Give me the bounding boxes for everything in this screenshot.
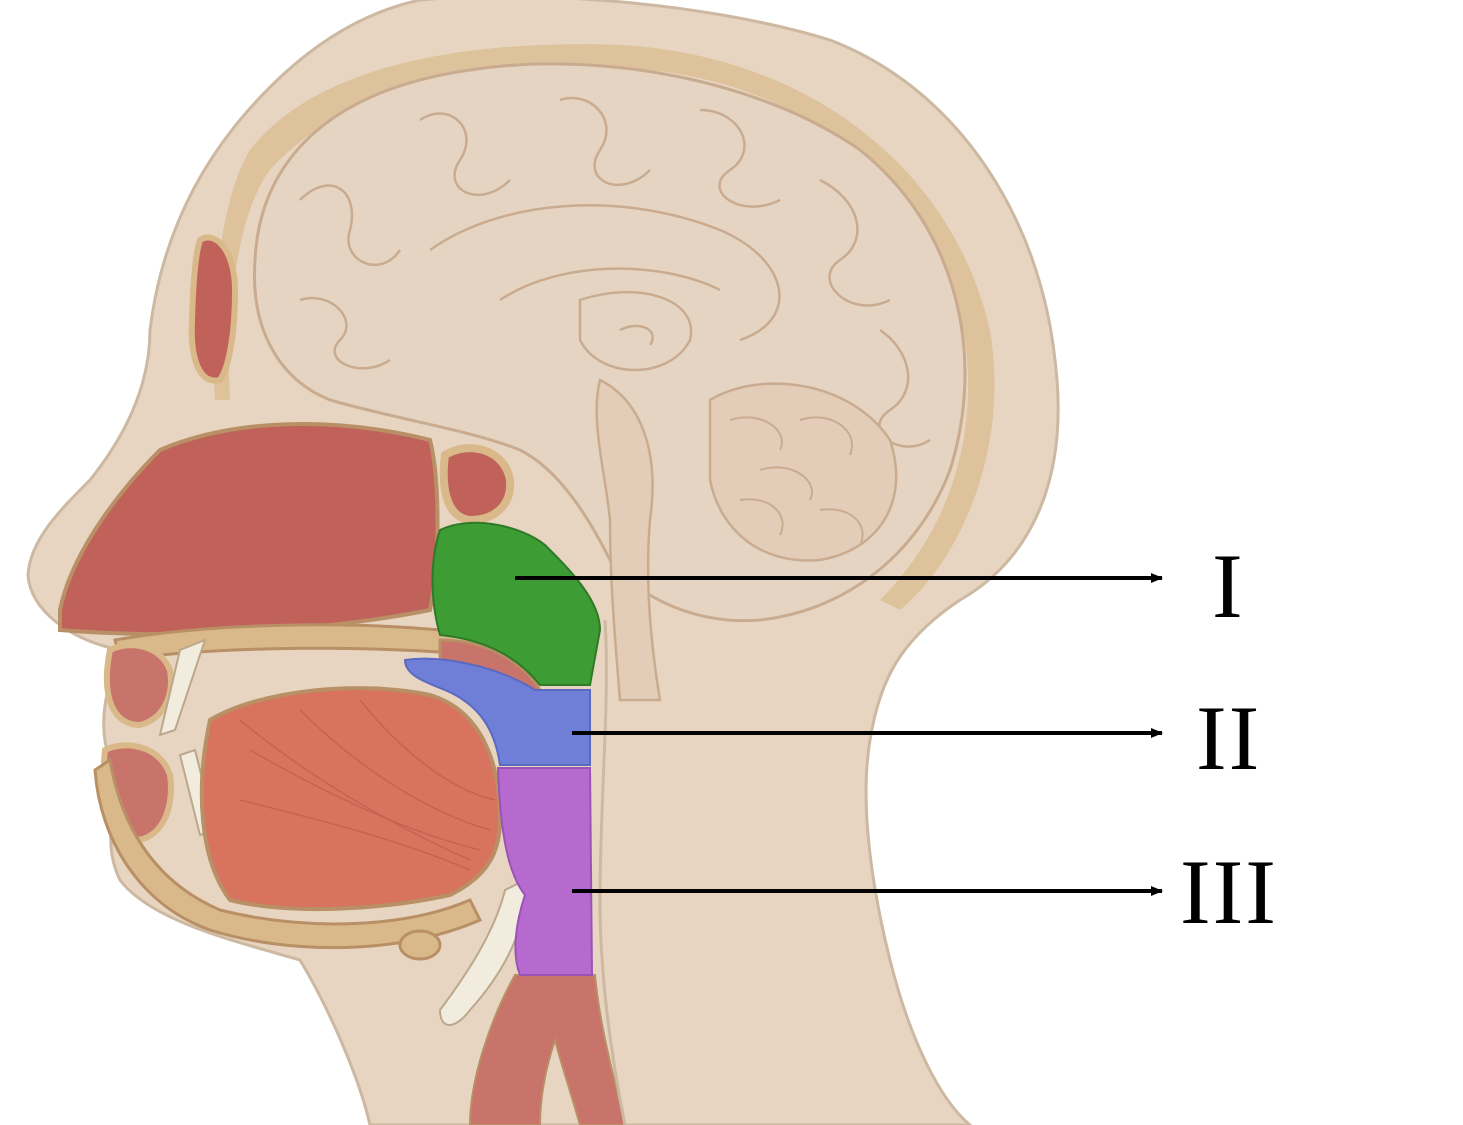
mandible	[93, 757, 483, 950]
larynx-and-esophagus	[468, 974, 627, 1125]
label-ii: II	[1196, 687, 1262, 789]
oropharynx-region	[403, 657, 591, 766]
hyoid-bone	[398, 929, 442, 961]
brainstem	[595, 378, 662, 702]
brain-gyri	[299, 96, 931, 448]
cerebellum	[708, 382, 898, 562]
frontal-sinus	[188, 234, 239, 384]
label-i: I	[1212, 535, 1245, 637]
vertebral-column-edge	[598, 619, 627, 1125]
label-iii: III	[1180, 841, 1278, 943]
sphenoid-sinus	[439, 444, 515, 525]
nasopharynx-region	[431, 521, 602, 686]
laryngopharynx-region	[496, 767, 594, 976]
tongue-muscle-fibers	[239, 699, 496, 871]
